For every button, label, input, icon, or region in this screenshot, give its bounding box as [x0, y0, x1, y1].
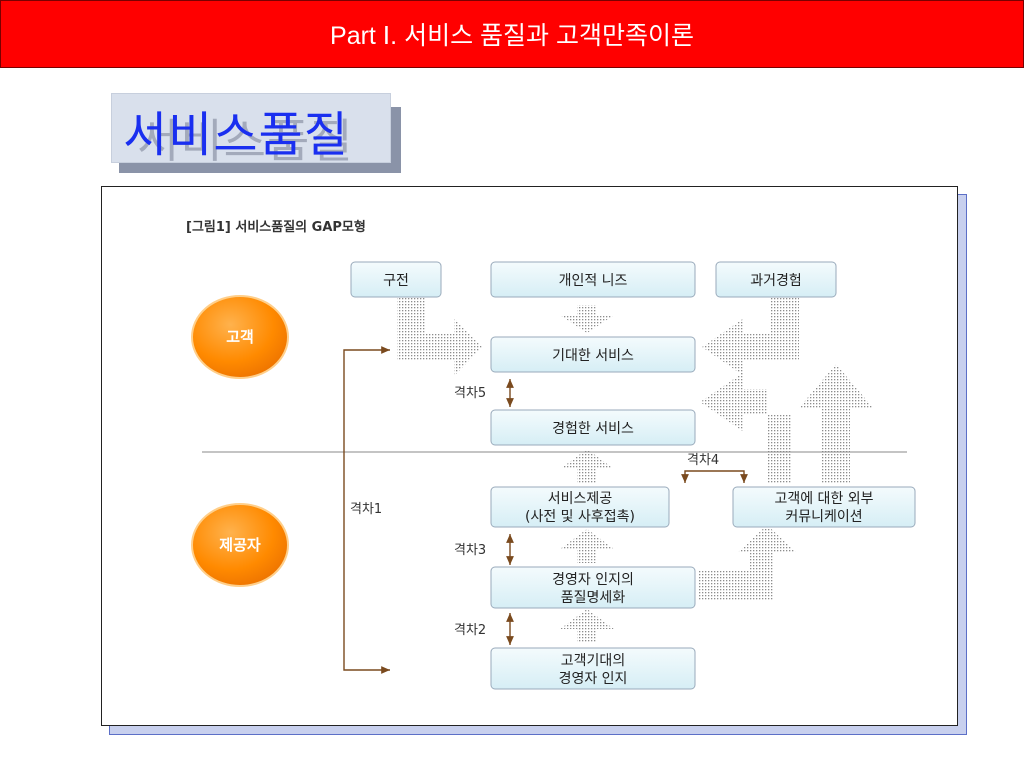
figure-caption: [그림1] 서비스품질의 GAP모형 — [186, 219, 366, 235]
personal-needs-label: 개인적 니즈 — [559, 273, 628, 289]
flow-arrow-word-of-mouth — [397, 298, 482, 376]
box-experienced-service: 경험한 서비스 — [490, 409, 696, 446]
title-box — [111, 93, 391, 163]
provider-circle: 제공자 — [191, 503, 289, 587]
gap1-bracket — [343, 346, 390, 674]
gap2-label: 격차2 — [454, 623, 486, 638]
flow-arrow-external-to-expected — [798, 364, 874, 483]
past-experience-label: 과거경험 — [750, 273, 802, 289]
box-management-perception: 고객기대의 경영자 인지 — [490, 647, 696, 690]
flow-arrow-past-experience — [702, 298, 799, 376]
quality-spec-line1: 경영자 인지의 — [552, 572, 634, 588]
external-comm-line2: 커뮤니케이션 — [785, 509, 862, 525]
slide-title: 서비스품질 서비스품질 — [111, 93, 401, 173]
box-expected-service: 기대한 서비스 — [490, 336, 696, 373]
management-perception-line2: 경영자 인지 — [559, 671, 628, 687]
box-word-of-mouth: 구전 — [350, 261, 442, 298]
gap4-bracket — [681, 470, 748, 483]
title-text: 서비스품질 — [123, 107, 349, 163]
gap-model-diagram: [그림1] 서비스품질의 GAP모형 고객 제공자 격차1 — [186, 219, 916, 690]
experienced-service-label: 경험한 서비스 — [552, 421, 634, 437]
flow-arrow-personal-needs — [560, 305, 614, 333]
flow-arrow-external-to-experienced — [700, 372, 792, 483]
header-title: Part Ⅰ. 서비스 품질과 고객만족이론 — [330, 22, 694, 50]
quality-spec-line2: 품질명세화 — [561, 590, 626, 606]
gap4-label: 격차4 — [687, 453, 719, 468]
customer-circle: 고객 — [191, 295, 289, 379]
service-delivery-line2: (사전 및 사후접촉) — [525, 509, 635, 525]
customer-label: 고객 — [226, 328, 254, 346]
flow-arrow-delivery-up — [560, 449, 614, 484]
flow-arrow-perception-up — [560, 609, 614, 643]
word-of-mouth-label: 구전 — [383, 273, 409, 289]
management-perception-line1: 고객기대의 — [561, 653, 625, 669]
figure-frame: [그림1] 서비스품질의 GAP모형 고객 제공자 격차1 — [101, 186, 958, 726]
box-quality-spec: 경영자 인지의 품질명세화 — [490, 566, 696, 609]
gap3-label: 격차3 — [454, 543, 486, 558]
expected-service-label: 기대한 서비스 — [552, 348, 634, 364]
box-personal-needs: 개인적 니즈 — [490, 261, 696, 298]
flow-arrow-spec-up — [560, 529, 614, 563]
flow-arrow-external-to-expected-head — [822, 387, 850, 392]
external-comm-line1: 고객에 대한 외부 — [774, 491, 873, 507]
box-service-delivery: 서비스제공 (사전 및 사후접촉) — [490, 486, 670, 528]
gap5-label: 격차5 — [454, 386, 486, 401]
flow-arrow-spec-to-external — [699, 525, 797, 601]
dotted-flow-arrows — [397, 298, 874, 643]
gap1-label: 격차1 — [350, 502, 382, 517]
service-delivery-line1: 서비스제공 — [548, 491, 613, 507]
provider-label: 제공자 — [219, 536, 261, 554]
box-past-experience: 과거경험 — [715, 261, 837, 298]
header-bar: Part Ⅰ. 서비스 품질과 고객만족이론 — [0, 0, 1024, 68]
box-external-communication: 고객에 대한 외부 커뮤니케이션 — [732, 486, 916, 528]
title-ghost-text: 서비스품질 — [137, 114, 354, 168]
